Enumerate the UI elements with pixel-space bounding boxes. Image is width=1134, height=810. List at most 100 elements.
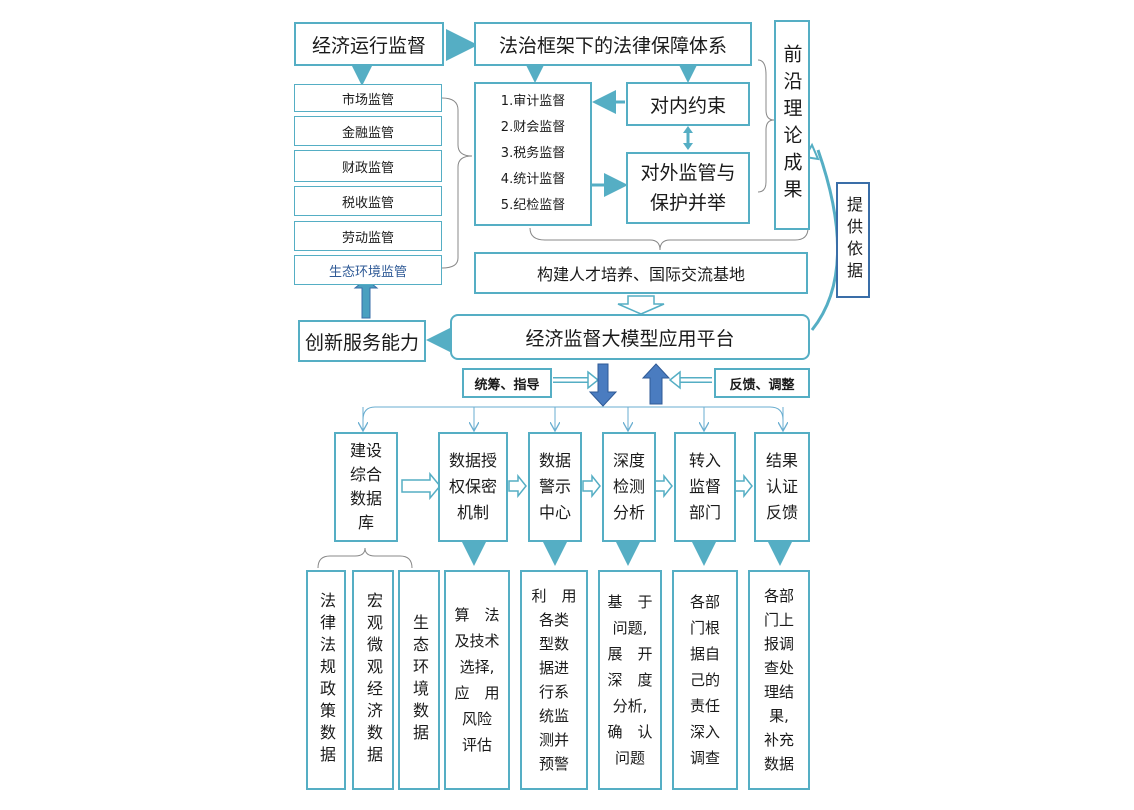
detail-box-analysis: 基 于 问题, 展 开 深 度 分析, 确 认 问题 <box>598 570 662 790</box>
external-supervision-line: 对外监管与 <box>640 162 736 184</box>
audit-item: 2.财会监督 <box>500 120 566 135</box>
stage-line: 转入 <box>688 451 721 470</box>
detail-box-investigation: 各部 门根 据自 己的 责任 深入 调查 <box>672 570 738 790</box>
platform-label: 经济监督大模型应用平台 <box>525 327 735 350</box>
supervision-item: 市场监管 <box>294 84 442 112</box>
detail-line: 己的 <box>689 671 720 689</box>
provide-basis-box: 提供依据 <box>836 182 870 298</box>
detail-line: 分析, <box>612 697 648 715</box>
stage-box-warning-center: 数据 警示 中心 <box>528 432 582 542</box>
detail-line: 深 度 <box>607 671 653 689</box>
supervision-item: 税收监管 <box>294 186 442 216</box>
frontier-theory-box: 前沿理论成果 <box>774 20 810 230</box>
supervision-item: 财政监管 <box>294 150 442 182</box>
database-label: 法律法规政策数据 <box>317 592 336 768</box>
stage-line: 库 <box>357 513 374 532</box>
database-legal: 法律法规政策数据 <box>306 570 346 790</box>
stage-line: 数据 <box>538 451 571 470</box>
detail-line: 测并 <box>538 731 569 749</box>
platform-box: 经济监督大模型应用平台 <box>450 314 810 360</box>
stage-line: 建设 <box>349 441 382 460</box>
detail-line: 问题, <box>612 619 648 637</box>
detail-line: 统监 <box>538 707 569 725</box>
detail-box-monitoring: 利 用 各类 型数 据进 行系 统监 测并 预警 <box>520 570 588 790</box>
detail-line: 深入 <box>689 723 720 741</box>
detail-line: 理结 <box>763 683 794 701</box>
stage-line: 综合 <box>349 465 382 484</box>
detail-line: 各类 <box>538 611 569 629</box>
stage-line: 中心 <box>538 503 571 522</box>
external-supervision-box: 对外监管与 保护并举 <box>626 152 750 224</box>
detail-line: 门上 <box>763 611 794 629</box>
supervision-item-label: 税收监管 <box>341 195 394 211</box>
supervision-item-label: 财政监管 <box>341 160 394 176</box>
innovation-label: 创新服务能力 <box>304 331 419 354</box>
detail-line: 数据 <box>763 755 794 773</box>
stage-line: 深度 <box>612 451 645 470</box>
internal-constraint-label: 对内约束 <box>649 94 726 117</box>
detail-line: 行系 <box>538 683 569 701</box>
feedback-box: 反馈、调整 <box>714 368 810 398</box>
stage-box-transfer-department: 转入 监督 部门 <box>674 432 736 542</box>
detail-box-reporting: 各部 门上 报调 查处 理结 果, 补充 数据 <box>748 570 810 790</box>
detail-box-algorithm: 算 法 及技术 选择, 应 用 风险 评估 <box>444 570 510 790</box>
detail-line: 算 法 <box>454 606 500 624</box>
feedback-label: 反馈、调整 <box>729 377 795 393</box>
economic-ops-box: 经济运行监督 <box>294 22 444 66</box>
external-supervision-line: 保护并举 <box>649 192 726 214</box>
detail-line: 及技术 <box>454 632 500 650</box>
detail-line: 报调 <box>763 635 794 653</box>
coordinate-box: 统筹、指导 <box>462 368 552 398</box>
stage-line: 机制 <box>456 503 489 522</box>
legal-system-label: 法治框架下的法律保障体系 <box>498 34 727 57</box>
frontier-theory-label: 前沿理论成果 <box>780 44 803 206</box>
detail-line: 评估 <box>461 736 492 754</box>
detail-line: 各部 <box>689 593 720 611</box>
stage-box-result-feedback: 结果 认证 反馈 <box>754 432 810 542</box>
audit-item: 5.纪检监督 <box>500 198 566 213</box>
database-label: 生态环境数据 <box>410 614 429 746</box>
detail-line: 果, <box>769 707 789 725</box>
detail-line: 风险 <box>461 710 492 728</box>
audit-list-box: 1.审计监督 2.财会监督 3.税务监督 4.统计监督 5.纪检监督 <box>474 82 592 226</box>
audit-item: 3.税务监督 <box>500 146 566 161</box>
stage-box-build-database: 建设 综合 数据 库 <box>334 432 398 542</box>
detail-line: 各部 <box>763 587 794 605</box>
stage-line: 认证 <box>765 477 798 496</box>
audit-item: 4.统计监督 <box>500 172 566 187</box>
database-ecology: 生态环境数据 <box>398 570 440 790</box>
supervision-item-label: 金融监管 <box>341 125 394 141</box>
supervision-item: 劳动监管 <box>294 221 442 251</box>
coordinate-label: 统筹、指导 <box>474 377 540 393</box>
provide-basis-label: 提供依据 <box>844 196 863 284</box>
innovation-box: 创新服务能力 <box>298 320 426 362</box>
detail-line: 型数 <box>538 635 569 653</box>
stage-line: 数据 <box>349 489 382 508</box>
stage-line: 结果 <box>765 451 798 470</box>
detail-line: 调查 <box>689 749 720 767</box>
detail-line: 利 用 <box>531 587 577 605</box>
supervision-item-label: 劳动监管 <box>341 230 394 246</box>
detail-line: 查处 <box>763 659 794 677</box>
detail-line: 责任 <box>689 697 720 715</box>
supervision-item-label: 生态环境监管 <box>328 264 407 280</box>
stage-box-deep-analysis: 深度 检测 分析 <box>602 432 656 542</box>
internal-constraint-box: 对内约束 <box>626 82 750 126</box>
stage-line: 监督 <box>688 477 721 496</box>
talent-base-label: 构建人才培养、国际交流基地 <box>536 265 745 284</box>
supervision-item: 生态环境监管 <box>294 255 442 285</box>
detail-line: 应 用 <box>454 684 500 702</box>
economic-ops-label: 经济运行监督 <box>311 34 426 57</box>
detail-line: 确 认 <box>607 723 653 741</box>
stage-line: 分析 <box>612 503 645 522</box>
database-label: 宏观微观经济数据 <box>364 592 383 768</box>
stage-line: 部门 <box>688 503 721 522</box>
detail-line: 问题 <box>614 749 645 767</box>
stage-line: 数据授 <box>448 451 497 470</box>
stage-box-authorization: 数据授 权保密 机制 <box>438 432 508 542</box>
stage-line: 反馈 <box>765 503 798 522</box>
detail-line: 据进 <box>538 659 569 677</box>
database-macro-micro: 宏观微观经济数据 <box>352 570 394 790</box>
detail-line: 预警 <box>538 755 569 773</box>
